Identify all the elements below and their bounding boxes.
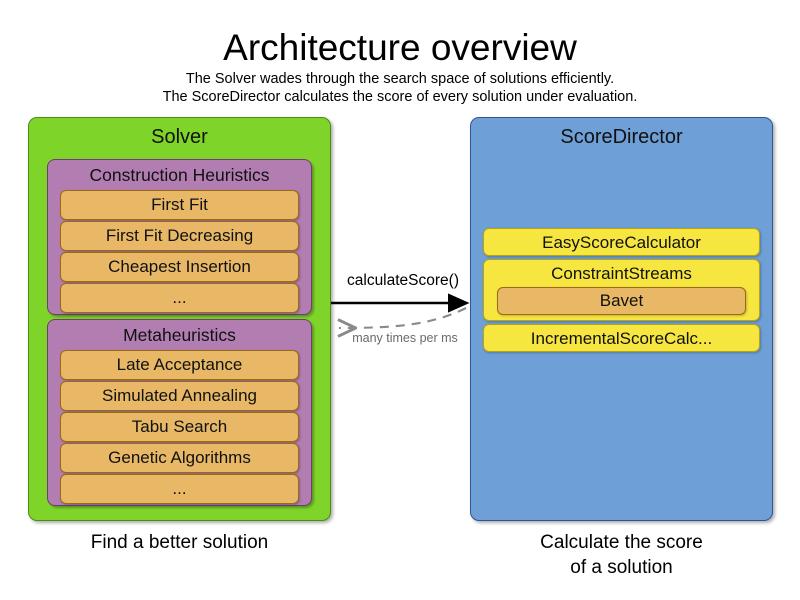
group-metaheuristics: Metaheuristics Late Acceptance Simulated… [47, 319, 312, 506]
arrow-label-many-times-per-ms: many times per ms [352, 331, 458, 345]
score-director-box: ScoreDirector EasyScoreCalculator Constr… [470, 117, 773, 521]
calculator-constraint-streams-label: ConstraintStreams [551, 264, 692, 283]
subtitle-line-2: The ScoreDirector calculates the score o… [162, 89, 638, 105]
heuristic-item-cheapest-insertion: Cheapest Insertion [60, 252, 299, 282]
subtitle-line-1: The Solver wades through the search spac… [185, 71, 615, 87]
group-metaheuristics-title: Metaheuristics [123, 325, 236, 345]
group-construction-heuristics: Construction Heuristics First Fit First … [47, 159, 312, 315]
calculator-constraint-streams: ConstraintStreams Bavet [483, 259, 760, 321]
metaheuristic-item-late-acceptance: Late Acceptance [60, 350, 299, 380]
calculator-constraint-streams-bavet: Bavet [497, 287, 746, 315]
arrow-label-calculate-score: calculateScore() [347, 272, 459, 289]
score-director-title: ScoreDirector [560, 126, 683, 148]
arrow-many-times-per-ms [339, 307, 467, 328]
calculator-easy-score-calculator-label: EasyScoreCalculator [542, 233, 701, 252]
heuristic-item-first-fit: First Fit [60, 190, 299, 220]
caption-solver: Find a better solution [90, 532, 269, 553]
solver-title: Solver [151, 126, 208, 148]
caption-score-director-line-1: Calculate the score [540, 532, 703, 553]
calculator-incremental-score-calculator-label: IncrementalScoreCalc... [530, 329, 713, 348]
calculator-easy-score-calculator: EasyScoreCalculator [483, 228, 760, 256]
metaheuristic-item-more: ... [60, 474, 299, 504]
page-title: Architecture overview [223, 27, 577, 68]
group-construction-heuristics-title: Construction Heuristics [89, 165, 270, 185]
heuristic-item-first-fit-decreasing: First Fit Decreasing [60, 221, 299, 251]
caption-score-director-line-2: of a solution [570, 557, 673, 578]
metaheuristic-item-tabu-search: Tabu Search [60, 412, 299, 442]
metaheuristic-item-genetic-algorithms: Genetic Algorithms [60, 443, 299, 473]
calculator-incremental-score-calculator: IncrementalScoreCalc... [483, 324, 760, 352]
metaheuristic-item-simulated-annealing: Simulated Annealing [60, 381, 299, 411]
caption-score-director: Calculate the score of a solution [470, 530, 773, 580]
heuristic-item-more: ... [60, 283, 299, 313]
solver-box: Solver Construction Heuristics First Fit… [28, 117, 331, 521]
